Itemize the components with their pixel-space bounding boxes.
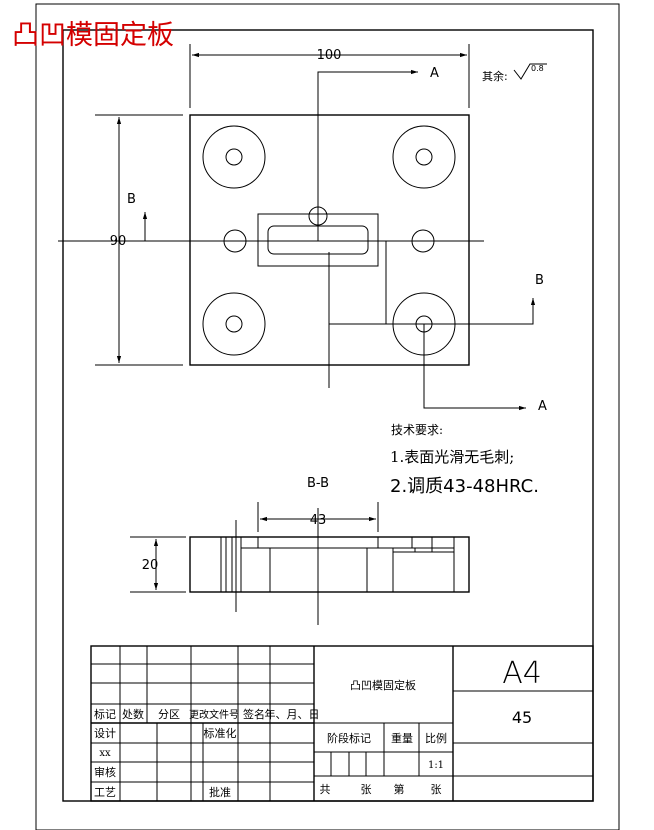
technical-requirements: 技术要求: 1.表面光滑无毛刺; 2.调质43-48HRC.: [390, 423, 539, 497]
tb-weight: 重量: [391, 731, 413, 745]
dimension-thickness: 20: [142, 558, 159, 573]
tech-heading: 技术要求:: [391, 423, 443, 437]
tb-part-name: 凸凹模固定板: [350, 678, 416, 692]
dimension-height: 90: [110, 234, 127, 249]
tb-sheet2: 张: [431, 783, 442, 796]
tb-header-mark: 标记: [94, 707, 116, 721]
section-outline: [189, 536, 470, 593]
tb-page: 第: [394, 782, 405, 796]
tb-header-date: 年、月、日: [265, 707, 320, 721]
section-line-a-top: [317, 71, 418, 241]
tb-header-change-doc: 更改文件号: [189, 708, 239, 721]
tb-approve: 批准: [209, 785, 231, 799]
tb-process: 工艺: [94, 786, 116, 799]
tb-standardize: 标准化: [204, 726, 237, 740]
tech-req-1: 1.表面光滑无毛刺;: [390, 448, 514, 466]
corner-hole-bl: [202, 292, 266, 356]
tb-header-sign: 签名: [243, 707, 265, 721]
corner-hole-tl: [202, 125, 266, 189]
tb-sheet-size: A4: [502, 656, 542, 691]
tb-stage-mark: 阶段标记: [327, 731, 371, 745]
tb-scale-value: 1:1: [428, 760, 444, 771]
drawing-title: 凸凹模固定板: [12, 20, 174, 51]
section-line-b: [385, 241, 534, 325]
dimension-width: 100: [317, 48, 342, 63]
section-view-label: B-B: [307, 476, 329, 491]
section-b-label-left: B: [127, 192, 136, 207]
tb-header-zone: 分区: [158, 708, 180, 721]
corner-hole-tr: [392, 125, 456, 189]
dimension-slot: 43: [310, 513, 327, 528]
roughness-symbol: [513, 63, 547, 80]
tb-sheets: 张: [361, 783, 372, 796]
tech-req-2: 2.调质43-48HRC.: [390, 476, 539, 497]
outer-border: [35, 3, 620, 830]
tb-quantity: 45: [512, 708, 532, 727]
section-line-a-bottom: [423, 324, 525, 409]
section-view: B-B 43 20: [130, 476, 470, 625]
section-a-label-top: A: [430, 66, 439, 81]
tb-xx: xx: [99, 748, 111, 759]
tb-scale-label: 比例: [425, 731, 447, 745]
tb-header-count: 处数: [122, 708, 144, 721]
tb-total: 共: [320, 783, 331, 796]
title-block: 标记 处数 分区 更改文件号 签名 年、月、日 设计 标准化 xx 审核 工艺 …: [90, 645, 594, 802]
roughness-label: 其余:: [482, 69, 508, 83]
top-view: A A B B 100 90 其余: 0.8: [58, 44, 547, 414]
roughness-value: 0.8: [531, 64, 544, 73]
tb-design: 设计: [94, 727, 116, 740]
section-a-label-bottom: A: [538, 399, 547, 414]
section-b-label-right: B: [535, 273, 544, 288]
tb-review: 审核: [94, 765, 116, 779]
